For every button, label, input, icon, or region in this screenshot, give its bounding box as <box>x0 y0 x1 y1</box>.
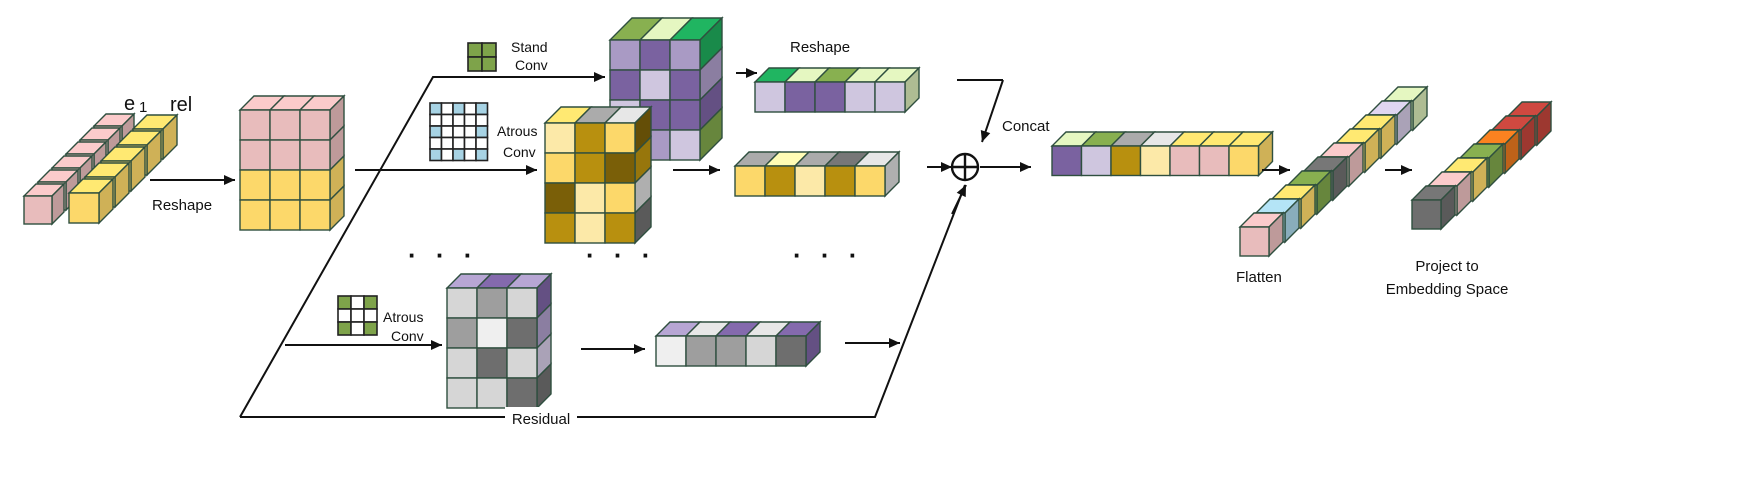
reshaped-row-bottom <box>654 320 822 368</box>
flatten-label: Flatten <box>1236 269 1282 286</box>
concat-out-arrow <box>980 162 1031 172</box>
stand-conv-label-1: Stand <box>511 39 548 55</box>
reshaped-row-top <box>753 66 921 114</box>
atrous-bottom-feature-map <box>445 272 553 410</box>
residual-line <box>240 184 966 418</box>
atrous-conv-bottom-label-1: Atrous <box>383 309 423 325</box>
embedding-vector <box>1410 100 1553 231</box>
residual-label: Residual <box>512 411 570 428</box>
e1-label: e <box>124 93 135 115</box>
rel-label: rel <box>170 94 192 116</box>
stand-conv-branch <box>239 76 600 418</box>
plus-circle-icon <box>950 152 980 182</box>
reshape-label-left: Reshape <box>152 197 212 214</box>
atrous-bottom-out-arrow <box>581 344 645 354</box>
project-label-2: Embedding Space <box>1386 281 1509 298</box>
atrous-top-out-arrow <box>673 165 720 175</box>
atrous-bottom-arrow <box>285 340 442 350</box>
atrous-conv-top-label-1: Atrous <box>497 123 537 139</box>
reshaped-row-mid <box>733 150 901 198</box>
reshape-label-top: Reshape <box>790 39 850 56</box>
bottom-row-arrow <box>845 338 900 348</box>
concat-label: Concat <box>1002 118 1050 135</box>
atrous-top-arrow <box>355 165 537 175</box>
ellipsis-left: · · · <box>408 240 478 270</box>
atrous-conv-top-label-2: Conv <box>503 144 536 160</box>
project-arrow <box>1385 165 1412 175</box>
ellipsis-right: · · · <box>793 240 863 270</box>
reshape-arrow <box>150 175 235 185</box>
reshaped-matrix <box>238 94 346 232</box>
mid-to-concat-arrow <box>927 162 952 172</box>
top-to-concat-arrow <box>980 79 1004 143</box>
atrous-conv-bottom-label-2: Conv <box>391 328 424 344</box>
atrous-top-feature-map <box>543 105 653 245</box>
stand-conv-arrow <box>590 72 605 82</box>
grid-5x5-icon <box>429 102 489 162</box>
stand-conv-label-2: Conv <box>515 57 548 73</box>
residual-arrow <box>951 184 967 215</box>
ellipsis-mid: · · · <box>586 240 656 270</box>
grid-3x3-icon <box>337 295 378 336</box>
grid-2x2-icon <box>467 42 497 72</box>
e1-subscript: 1 <box>139 99 147 116</box>
reshape-top-arrow <box>736 68 757 78</box>
concatenated-row <box>1050 130 1275 178</box>
flattened-vector <box>1238 85 1429 258</box>
residual-label-bg <box>505 407 577 427</box>
rel-embedding <box>67 113 179 225</box>
project-label-1: Project to <box>1415 258 1478 275</box>
flatten-arrow <box>1262 165 1290 175</box>
